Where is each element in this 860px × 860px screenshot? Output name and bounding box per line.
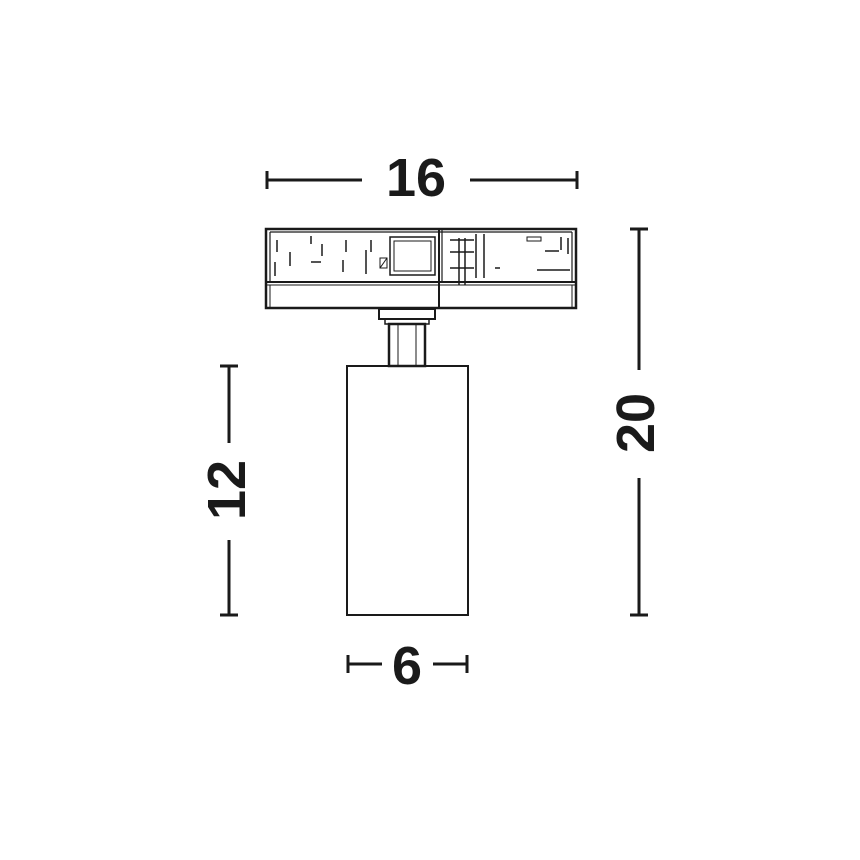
- dimension-height-total: [630, 227, 648, 617]
- dimension-width-top: [265, 171, 579, 189]
- dimension-label-width-top: 16: [386, 148, 446, 208]
- dimension-label-height-body: 12: [197, 460, 257, 520]
- dimension-width-body: [346, 655, 469, 673]
- adapter-details: [274, 234, 570, 285]
- dimension-label-height-total: 20: [606, 393, 666, 453]
- connector-stem: [378, 308, 436, 368]
- dimension-label-width-body: 6: [392, 636, 422, 696]
- dimension-height-body: [220, 364, 238, 617]
- track-adapter: [264, 227, 578, 310]
- spotlight-body: [346, 365, 469, 616]
